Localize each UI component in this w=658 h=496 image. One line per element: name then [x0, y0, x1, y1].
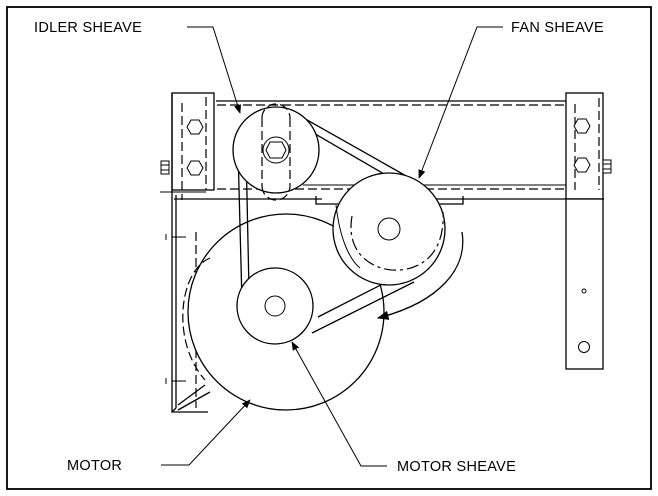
idler-sheave [232, 103, 320, 201]
side-tab [160, 160, 170, 175]
motor-sheave-label: MOTOR SHEAVE [397, 459, 516, 475]
left-bracket [160, 92, 215, 413]
hex-bolt-icon [573, 157, 591, 173]
motor-shaft-bore [264, 295, 286, 317]
outer-frame [6, 6, 652, 490]
right-bracket [565, 92, 612, 370]
hex-bolt-icon [573, 118, 591, 134]
mounting-hole [578, 341, 590, 353]
motor-sheave [236, 267, 314, 345]
fan-callout-leader [418, 26, 503, 179]
small-hole [581, 288, 587, 294]
fan-shaft-bore [377, 217, 401, 241]
fan-hidden-arc [350, 211, 444, 271]
side-tab [602, 159, 612, 174]
hex-bolt-icon [186, 160, 204, 176]
motor-hidden-ring [182, 257, 211, 381]
idler-hex-nut-icon [265, 141, 287, 159]
assembly-drawing [160, 92, 612, 413]
rotation-arrow-icon [376, 231, 464, 320]
callouts: IDLER SHEAVE FAN SHEAVE MOTOR MOTOR SHEA… [34, 20, 604, 475]
motor-label: MOTOR [67, 458, 122, 474]
idler-sheave-label: IDLER SHEAVE [34, 20, 142, 36]
fan-sheave [332, 172, 464, 320]
motor-callout-leader [161, 399, 251, 466]
motor-sheave-callout-leader [291, 341, 387, 467]
idler-callout-leader [187, 26, 242, 114]
hex-bolt-icon [186, 119, 204, 135]
fan-sheave-label: FAN SHEAVE [511, 20, 604, 36]
